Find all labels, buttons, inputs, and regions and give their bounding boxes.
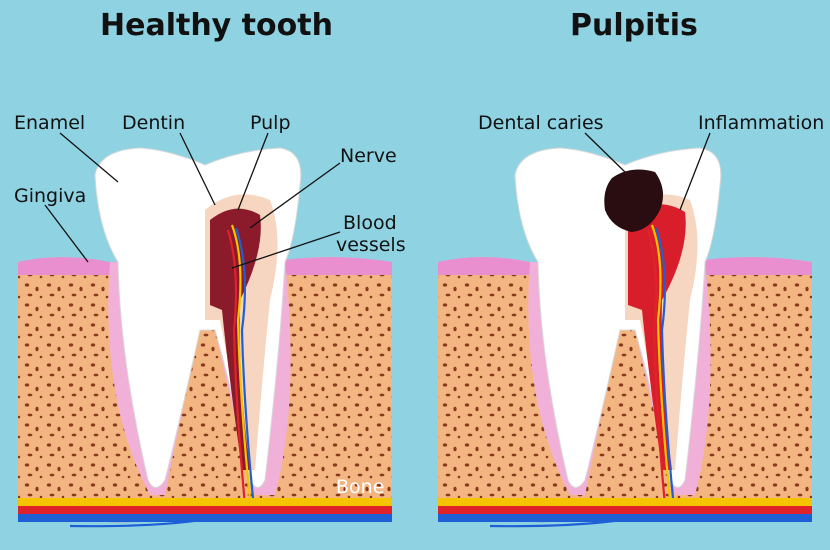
pulpitis-panel bbox=[438, 133, 812, 526]
gingiva-left bbox=[18, 257, 120, 275]
title-pulpitis: Pulpitis bbox=[570, 8, 698, 43]
label-inflammation: Inflammation bbox=[698, 112, 824, 134]
label-vessels: vessels bbox=[336, 234, 406, 256]
label-enamel: Enamel bbox=[14, 112, 85, 134]
label-dentin: Dentin bbox=[122, 112, 185, 134]
label-gingiva: Gingiva bbox=[14, 185, 86, 207]
label-dental-caries: Dental caries bbox=[478, 112, 604, 134]
label-blood: Blood bbox=[343, 212, 397, 234]
label-bone: Bone bbox=[336, 476, 384, 498]
title-healthy-tooth: Healthy tooth bbox=[100, 8, 333, 43]
label-nerve: Nerve bbox=[340, 145, 397, 167]
label-pulp: Pulp bbox=[250, 112, 291, 134]
